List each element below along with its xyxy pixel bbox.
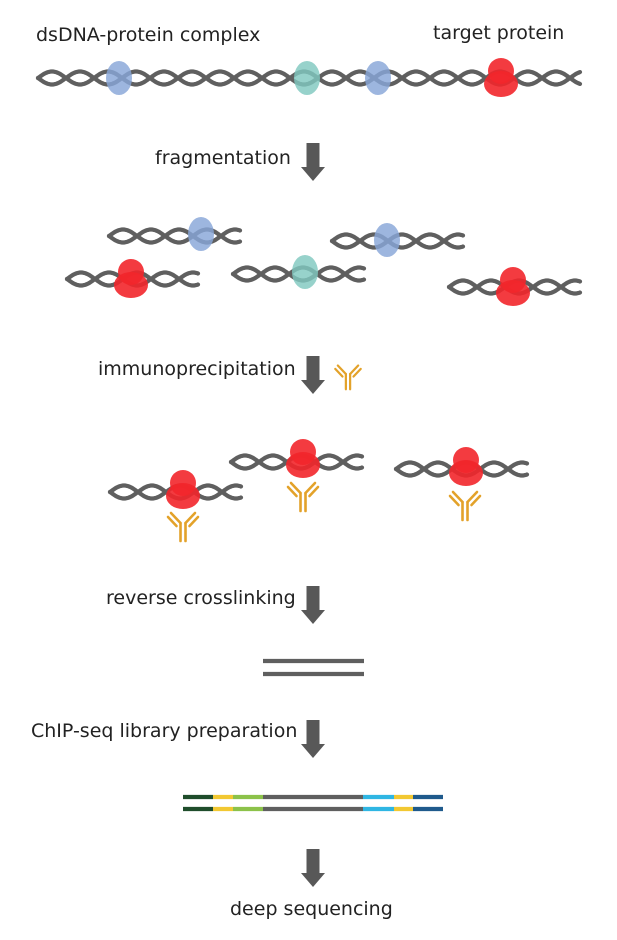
antibody-arm (286, 481, 302, 498)
target-protein (449, 447, 483, 486)
bound-protein-teal (292, 255, 318, 289)
bound-protein-blue (365, 61, 391, 95)
label-dsdna-protein-complex: dsDNA-protein complex (36, 24, 260, 46)
bound-protein-blue (106, 61, 132, 95)
label-fragmentation: fragmentation (155, 147, 291, 169)
bound-protein-blue (188, 217, 214, 251)
target-protein (496, 267, 530, 306)
antibody-icon (334, 364, 362, 391)
antibody-arm (448, 490, 464, 507)
antibody-stem (179, 521, 187, 543)
antibody-arm (166, 511, 182, 528)
down-arrow-icon (301, 356, 325, 394)
antibody-arm (184, 511, 200, 528)
antibody-stem (344, 372, 352, 391)
target-protein-lobe (484, 71, 518, 97)
dna-fragment (106, 227, 243, 245)
label-deep-sequencing: deep sequencing (230, 898, 393, 920)
label-reverse-crosslinking: reverse crosslinking (106, 587, 296, 609)
down-arrow-icon (301, 849, 325, 887)
bound-protein-blue (374, 223, 400, 257)
antibody-stem (299, 491, 307, 513)
antibody-icon (286, 481, 320, 513)
target-protein-lobe (496, 280, 530, 306)
target-protein-lobe (449, 460, 483, 486)
antibody-stem (461, 500, 469, 522)
target-protein (166, 470, 200, 509)
label-target-protein: target protein (433, 22, 564, 44)
target-protein-lobe (286, 452, 320, 478)
antibody-arm (304, 481, 320, 498)
down-arrow-icon (301, 143, 325, 181)
target-protein-lobe (114, 272, 148, 298)
target-protein (286, 439, 320, 478)
down-arrow-icon (301, 586, 325, 624)
label-chip-seq-library-preparation: ChIP-seq library preparation (31, 720, 297, 742)
antibody-icon (166, 511, 200, 543)
antibody-arm (334, 364, 347, 378)
antibody-arm (466, 490, 482, 507)
target-protein (114, 259, 148, 298)
dna-strand (106, 227, 243, 245)
antibody-arm (349, 364, 362, 378)
target-protein (484, 58, 518, 97)
diagram-graphics (35, 58, 583, 887)
label-immunoprecipitation: immunoprecipitation (98, 358, 296, 380)
antibody-icon (448, 490, 482, 522)
sequencing-library-fragment (183, 794, 443, 812)
down-arrow-icon (301, 720, 325, 758)
dna-strand (106, 227, 243, 245)
bound-protein-teal (294, 61, 320, 95)
target-protein-lobe (166, 483, 200, 509)
